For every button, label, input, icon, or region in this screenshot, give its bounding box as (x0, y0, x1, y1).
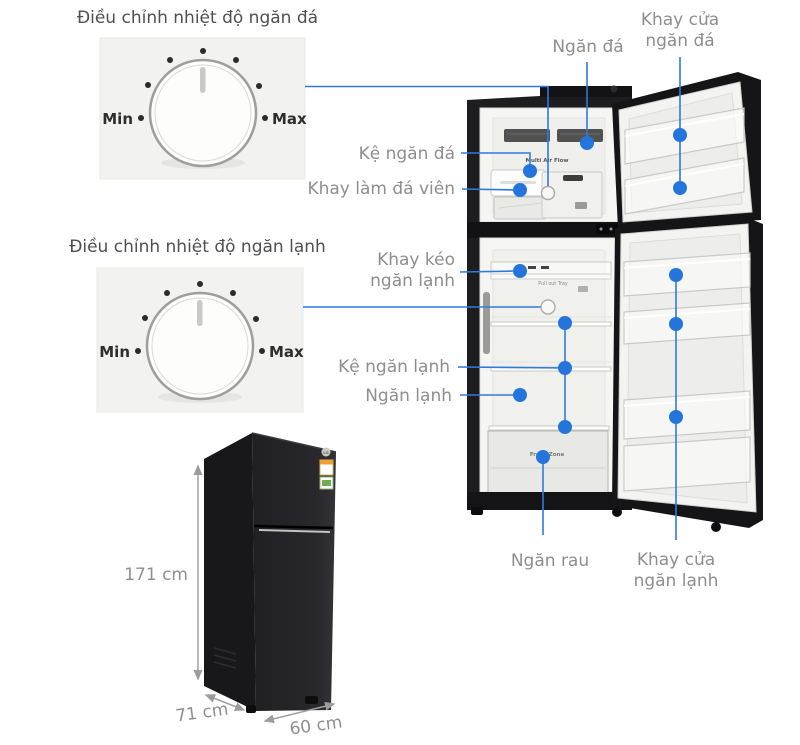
callout-dot (558, 420, 572, 434)
freezer-dial-title: Điều chỉnh nhiệt độ ngăn đá (76, 8, 319, 28)
freezer-dial-callout-line (305, 85, 549, 186)
closed-fridge-side (204, 433, 256, 711)
fridge-door-bins (623, 252, 751, 492)
callout-dot (513, 264, 527, 278)
cabinet-foot (471, 507, 483, 515)
callout-label-ice-cube-tray: Khay làm đá viên (307, 179, 455, 199)
callout-label-pull-out-drawer-line1: Khay kéo (377, 250, 455, 270)
closed-fridge-door-gap (253, 524, 334, 530)
callout-dot (673, 181, 687, 195)
fridge-dial-max-label: Max (269, 343, 304, 361)
callout-label-freezer-shelf: Kệ ngăn đá (358, 144, 455, 164)
freezer-vent-grille (504, 129, 550, 142)
callout-label-pull-out-drawer-line2: ngăn lạnh (370, 271, 455, 291)
callout-dot (513, 388, 527, 402)
callout-label-fridge-door-tray: Khay cửa ngăn lạnh (626, 550, 726, 592)
width-arrow (263, 701, 336, 724)
fridge-door (612, 217, 763, 532)
callout-dot (669, 268, 683, 282)
callout-label-fridge-door-tray-line2: ngăn lạnh (633, 571, 719, 591)
callout-label-vegetable-drawer: Ngăn rau (510, 551, 590, 571)
fridge-dial-title: Điều chỉnh nhiệt độ ngăn lạnh (69, 237, 326, 257)
freezer-dial-panel: Min Max (99, 37, 307, 180)
callout-label-fridge-shelf: Kệ ngăn lạnh (338, 357, 450, 377)
callout-label-freezer-door-tray-line2: ngăn đá (645, 31, 715, 51)
fridge-shelf-line (457, 366, 566, 369)
callout-dot (669, 410, 683, 424)
top-hinge-cap (540, 86, 632, 97)
door-foot (612, 507, 622, 517)
callout-dot (536, 450, 550, 464)
callout-label-freezer-door-tray: Khay cửa ngăn đá (630, 10, 730, 52)
fridge-interior: Pull out Tray Fresh Zone (479, 237, 621, 504)
freezer-dial-max-label: Max (272, 110, 307, 128)
callout-label-fridge-compartment: Ngăn lạnh (365, 386, 452, 406)
callout-dots (513, 128, 687, 464)
callout-label-freezer-compartment: Ngăn đá (552, 37, 624, 57)
fridge-temp-knob (540, 299, 556, 315)
door-switch (483, 292, 490, 354)
closed-fridge-foot (305, 696, 318, 704)
callout-dot (523, 164, 537, 178)
freezer-temp-knob (540, 185, 556, 201)
callout-label-freezer-door-tray-line1: Khay cửa (640, 10, 720, 30)
door-foot (711, 522, 721, 532)
open-fridge-illustration: Multi Air Flow (467, 72, 763, 532)
freezer-dial-min-label: Min (102, 110, 133, 128)
fridge-shelves (488, 316, 612, 431)
fridge-dial-ticks (135, 281, 265, 354)
lg-logo (321, 447, 331, 457)
closed-fridge-handle (258, 529, 331, 533)
callout-dot (673, 128, 687, 142)
closed-fridge-front (252, 433, 336, 711)
side-vents (213, 647, 237, 669)
lg-logo-text: LG (323, 450, 329, 455)
depth-arrow (204, 694, 246, 711)
freezer-door (612, 72, 761, 229)
pull-out-drawer-line (459, 270, 521, 273)
freezer-interior: Multi Air Flow (479, 107, 621, 223)
callout-label-pull-out-drawer: Khay kéo ngăn lạnh (355, 250, 455, 292)
height-dimension-label: 171 cm (124, 565, 188, 585)
callout-dot (580, 136, 594, 150)
closed-fridge-illustration: LG (204, 432, 337, 713)
freezer-dial-pointer (200, 67, 206, 93)
callout-label-fridge-door-tray-line1: Khay cửa (636, 550, 716, 570)
callout-dot (558, 316, 572, 330)
freezer-fridge-divider (467, 222, 632, 238)
dimension-arrows (193, 464, 336, 724)
fridge-dial-min-label: Min (99, 343, 130, 361)
freezer-vent-grille (557, 129, 603, 142)
fridge-dial-panel: Min Max (96, 267, 304, 413)
callout-dot (669, 317, 683, 331)
callout-dot (513, 183, 527, 197)
ice-cube-tray-line (461, 188, 521, 191)
fridge-dial-pointer (197, 300, 203, 326)
callout-dot (558, 361, 572, 375)
freezer-dial-ticks (138, 48, 268, 121)
multi-air-flow-text: Multi Air Flow (526, 158, 569, 164)
closed-fridge-foot (246, 705, 256, 713)
pull-out-tray-text: Pull out Tray (538, 281, 568, 287)
